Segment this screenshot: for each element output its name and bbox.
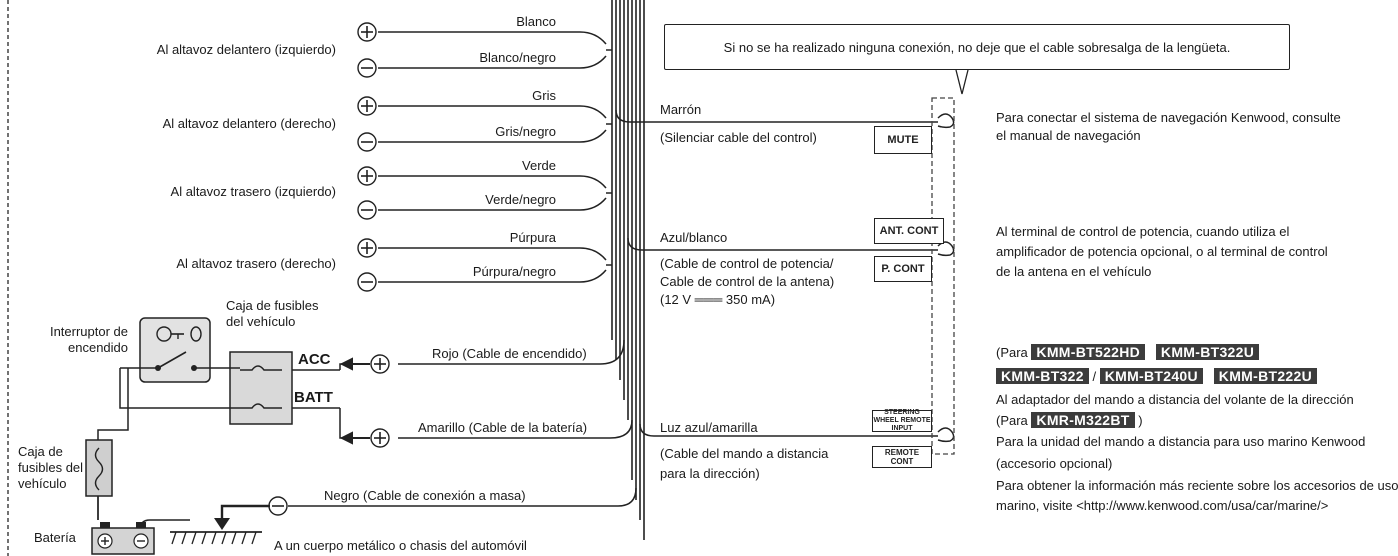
wire-label-verde: Verde <box>522 158 556 173</box>
remote-note-marine-3: Para obtener la información más reciente… <box>996 478 1398 493</box>
steering-wheel-remote-tag: STEERING WHEEL REMOTE INPUT <box>872 409 932 432</box>
yellow-wire-label: Amarillo (Cable de la batería) <box>418 420 588 435</box>
wire-label-purpura-negro: Púrpura/negro <box>472 264 556 279</box>
model-kmm-bt240u: KMM-BT240U <box>1099 368 1203 384</box>
red-wire-label: Rojo (Cable de encendido) <box>432 346 587 361</box>
speaker-rear-left-label: Al altavoz trasero (izquierdo) <box>170 184 336 199</box>
remote-desc-2: para la dirección) <box>660 466 760 481</box>
small-fuse-label: Caja de fusibles del vehículo <box>18 444 84 491</box>
para-open-2: (Para <box>996 413 1028 428</box>
mute-desc: (Silenciar cable del control) <box>660 130 817 145</box>
wire-label-verde-negro: Verde/negro <box>485 192 556 207</box>
model-kmr-m322bt: KMR-M322BT <box>1031 412 1135 428</box>
callout-text: Si no se ha realizado ninguna conexión, … <box>723 39 1231 55</box>
black-wire-label: Negro (Cable de conexión a masa) <box>324 488 526 503</box>
remote-note-marine-4: marino, visite <http://www.kenwood.com/u… <box>996 498 1329 513</box>
pcont-note-1: Al terminal de control de potencia, cuan… <box>996 224 1290 239</box>
tongue-warning-callout: Si no se ha realizado ninguna conexión, … <box>664 24 1290 70</box>
model-kmm-bt322u: KMM-BT322U <box>1155 344 1260 360</box>
battery-label: Batería <box>34 530 76 545</box>
ignition-switch-label: Interruptor de encendido <box>49 324 128 355</box>
model-kmm-bt222u: KMM-BT222U <box>1213 368 1318 384</box>
remote-models-row-3: (Para KMR-M322BT ) <box>996 412 1143 429</box>
remote-desc-1: (Cable del mando a distancia <box>660 446 829 461</box>
speaker-front-right-label: Al altavoz delantero (derecho) <box>162 116 336 131</box>
remote-wire-label: Luz azul/amarilla <box>660 420 758 435</box>
para-open-1: (Para <box>996 345 1028 360</box>
ant-cont-tag: ANT. CONT <box>874 218 944 244</box>
model-separator: / <box>1092 369 1097 384</box>
wire-label-blanco: Blanco <box>516 14 556 29</box>
remote-models-row-2: KMM-BT322 / KMM-BT240U KMM-BT222U <box>996 368 1318 385</box>
remote-note-marine-1: Para la unidad del mando a distancia par… <box>996 434 1366 449</box>
speaker-rear-right-label: Al altavoz trasero (derecho) <box>176 256 336 271</box>
mute-note-1: Para conectar el sistema de navegación K… <box>996 110 1341 125</box>
pcont-note-2: amplificador de potencia opcional, o al … <box>996 244 1328 259</box>
model-kmm-bt322: KMM-BT322 <box>996 368 1089 384</box>
acc-label: ACC <box>298 351 331 368</box>
remote-note-steering: Al adaptador del mando a distancia del v… <box>996 392 1354 407</box>
remote-models-row-1: (Para KMM-BT522HD KMM-BT322U <box>996 344 1260 361</box>
pcont-wire-label: Azul/blanco <box>660 230 728 245</box>
ground-label: A un cuerpo metálico o chasis del automó… <box>274 538 527 553</box>
mute-wire-label: Marrón <box>660 102 702 117</box>
para-close: ) <box>1138 413 1143 428</box>
wire-label-gris-negro: Gris/negro <box>495 124 556 139</box>
remote-cont-tag: REMOTE CONT <box>872 446 932 468</box>
pcont-note-3: de la antena en el vehículo <box>996 264 1152 279</box>
fuse-box-label: Caja de fusibles del vehículo <box>226 298 319 329</box>
speaker-front-left-label: Al altavoz delantero (izquierdo) <box>156 42 336 57</box>
mute-note-2: el manual de navegación <box>996 128 1141 143</box>
batt-label: BATT <box>294 389 333 406</box>
wire-label-blanco-negro: Blanco/negro <box>479 50 556 65</box>
wire-label-purpura: Púrpura <box>509 230 556 245</box>
pcont-desc-3: (12 V ═══ 350 mA) <box>660 292 776 307</box>
wire-label-gris: Gris <box>532 88 556 103</box>
pcont-desc-1: (Cable de control de potencia/ <box>660 256 834 271</box>
p-cont-tag: P. CONT <box>874 256 932 282</box>
mute-tag: MUTE <box>874 126 932 154</box>
model-kmm-bt522hd: KMM-BT522HD <box>1031 344 1146 360</box>
remote-note-marine-2: (accesorio opcional) <box>996 456 1113 471</box>
pcont-desc-2: Cable de control de la antena) <box>660 274 835 289</box>
